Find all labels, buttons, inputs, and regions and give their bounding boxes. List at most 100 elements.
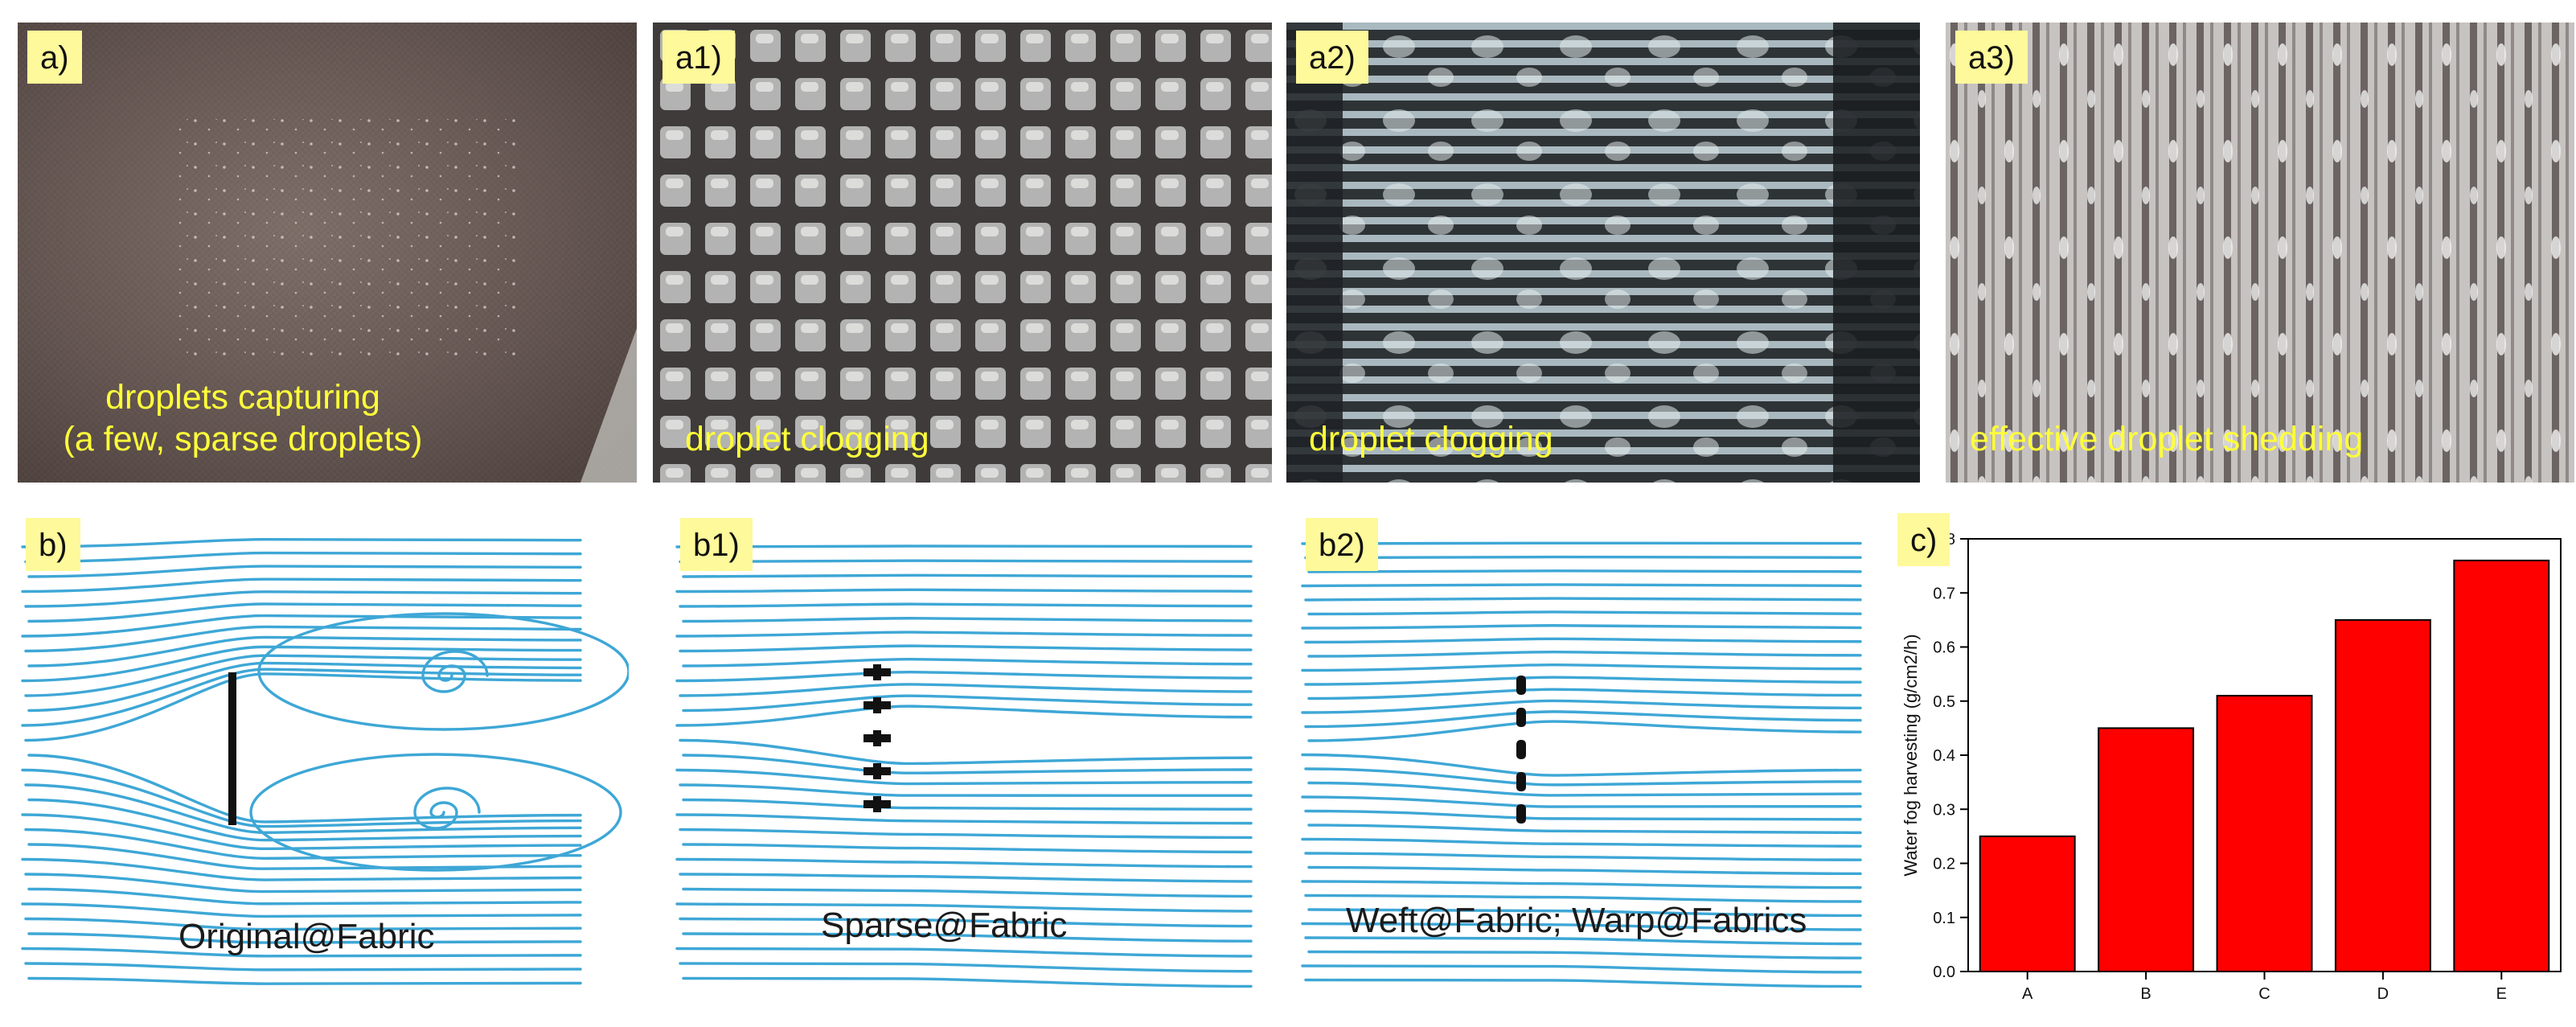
streamline — [21, 645, 582, 683]
streamline — [1301, 880, 1862, 889]
streamline — [24, 917, 582, 931]
streamline — [1307, 950, 1862, 959]
streamline — [682, 798, 1253, 811]
x-tick-label: E — [2496, 985, 2507, 1003]
streamline — [679, 783, 1253, 797]
flow-caption-b1: Sparse@Fabric — [821, 906, 1068, 945]
streamline — [675, 705, 1253, 727]
panel-label-b1: b1) — [680, 518, 753, 571]
streamline — [675, 768, 1253, 786]
photo-panel-a: a) droplets capturing (a few, sparse dro… — [18, 23, 637, 483]
vortex-lower — [249, 753, 622, 872]
spiral-lower — [413, 787, 481, 830]
y-tick-label: 0.0 — [1933, 963, 1955, 981]
x-tick-label: C — [2258, 985, 2270, 1003]
streamline — [679, 917, 1253, 928]
streamline — [1307, 650, 1862, 658]
fabric-photo-a1 — [653, 23, 1272, 483]
streamline — [682, 976, 1253, 988]
streamline — [1307, 569, 1862, 573]
streamline — [679, 828, 1253, 840]
bar-C — [2216, 695, 2313, 972]
streamline — [24, 672, 582, 742]
streamline — [1301, 837, 1862, 848]
fabric-barrier-dashed — [1516, 676, 1526, 824]
streamline — [675, 947, 1253, 958]
y-tick-label: 0.2 — [1933, 856, 1955, 873]
flow-caption-b2: Weft@Fabric; Warp@Fabrics — [1346, 901, 1807, 940]
x-tick-label: D — [2377, 985, 2389, 1003]
streamline — [1307, 908, 1862, 918]
streamline — [1307, 781, 1862, 797]
streamline-plot-b2 — [1301, 541, 1862, 988]
streamline — [27, 754, 582, 824]
panel-label-a2: a2) — [1296, 31, 1368, 84]
streamline — [27, 976, 582, 985]
streamline — [21, 902, 582, 918]
streamline — [21, 857, 582, 881]
y-tick-label: 0.1 — [1933, 910, 1955, 927]
streamline — [1301, 541, 1862, 545]
y-tick-label: 0.4 — [1933, 747, 1955, 765]
y-tick-label: 0.6 — [1933, 639, 1955, 657]
streamline — [1301, 795, 1862, 808]
bar-chart-svg: 0.00.10.20.30.40.50.60.70.8ABCDEWater fo… — [1901, 531, 2562, 1003]
fabric-barrier-solid — [228, 672, 236, 825]
streamline — [1304, 637, 1862, 644]
streamline — [682, 843, 1253, 854]
streamline-plot-b1 — [675, 544, 1253, 988]
streamline — [1301, 922, 1862, 931]
photo-caption-a: droplets capturing (a few, sparse drople… — [18, 376, 468, 461]
streamline — [1301, 583, 1862, 588]
streamline — [1307, 720, 1862, 742]
photo-panel-a1: a1) droplet clogging — [653, 23, 1272, 483]
bar-D — [2334, 618, 2431, 972]
x-tick-label: B — [2140, 985, 2151, 1003]
vortex-upper — [257, 612, 629, 731]
streamline — [1304, 893, 1862, 903]
y-tick-label: 0.5 — [1933, 693, 1955, 711]
streamline-plot-b — [21, 538, 629, 985]
y-tick-label: 0.7 — [1933, 585, 1955, 602]
panel-label-b: b) — [26, 518, 80, 571]
caption-line-2: (a few, sparse droplets) — [63, 420, 423, 459]
streamline — [682, 754, 1253, 774]
streamline — [24, 962, 582, 972]
streamline — [21, 947, 582, 958]
streamline — [27, 602, 582, 623]
streamline — [1301, 964, 1862, 974]
fabric-photo-a2 — [1286, 23, 1920, 483]
streamline — [1304, 555, 1862, 560]
streamline — [21, 768, 582, 828]
streamline — [1304, 767, 1862, 787]
streamline — [679, 602, 1253, 608]
fog-harvest-chart: c) 0.00.10.20.30.40.50.60.70.8ABCDEWater… — [1881, 507, 2573, 1021]
streamline — [1307, 824, 1862, 835]
streamline — [24, 551, 582, 564]
streamline-panel-b: b) Original@Fabric — [18, 515, 629, 997]
streamline — [1301, 624, 1862, 630]
streamline — [24, 828, 582, 860]
streamline — [682, 932, 1253, 943]
streamline — [27, 798, 582, 842]
streamline — [21, 538, 582, 548]
streamline — [1301, 663, 1862, 672]
streamline — [24, 625, 582, 653]
streamline — [679, 873, 1253, 883]
fabric-photo-a — [18, 23, 637, 483]
streamline — [21, 668, 582, 727]
streamline — [1304, 710, 1862, 729]
streamline — [27, 843, 582, 870]
streamline-panel-b2: b2) Weft@Fabric; Warp@Fabrics — [1298, 515, 1877, 997]
streamline — [27, 887, 582, 906]
streamline — [675, 544, 1253, 548]
panel-label-b2: b2) — [1306, 518, 1378, 571]
bar-A — [1979, 835, 2076, 972]
streamline — [679, 683, 1253, 697]
x-tick-label: A — [2022, 985, 2033, 1003]
streamline — [1307, 865, 1862, 876]
photo-caption-a2: droplet clogging — [1309, 420, 1553, 458]
streamline — [27, 932, 582, 944]
streamline — [24, 873, 582, 893]
panel-label-a: a) — [27, 31, 82, 84]
